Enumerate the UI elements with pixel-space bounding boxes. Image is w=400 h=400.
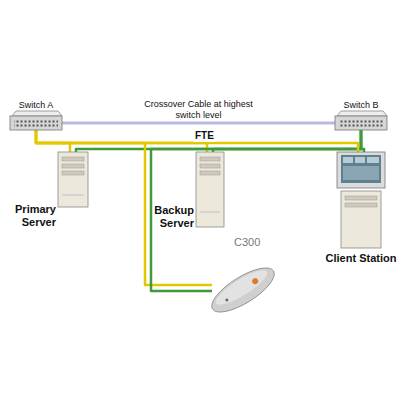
fte-cable <box>36 130 212 285</box>
server-node: Backup Server <box>196 152 224 227</box>
server-node: Primary Server <box>58 152 88 207</box>
network-name: FTE <box>193 130 216 142</box>
node-label: Switch B <box>329 100 393 110</box>
node-label: Backup Server <box>146 204 194 229</box>
node-label: C300 <box>234 236 274 249</box>
controller-device <box>206 260 281 320</box>
controller-node: C300 <box>212 262 274 314</box>
network-switch <box>335 111 387 130</box>
fte-cable <box>36 130 70 152</box>
crossover-cable <box>62 122 335 125</box>
switch-node: Switch A <box>10 116 62 130</box>
cable-label: Crossover Cable at highest switch level <box>142 99 256 120</box>
node-label: Primary Server <box>8 203 56 228</box>
fte-cable <box>361 130 364 152</box>
switch-node: Switch B <box>335 116 387 130</box>
workstation <box>337 152 385 248</box>
fte-cable <box>36 130 358 152</box>
workstation-node: Client Station <box>335 152 387 248</box>
server-tower <box>58 152 88 207</box>
node-label: Switch A <box>4 100 68 110</box>
network-switch <box>10 111 62 130</box>
node-label: Client Station <box>325 252 397 265</box>
server-tower <box>196 152 224 227</box>
